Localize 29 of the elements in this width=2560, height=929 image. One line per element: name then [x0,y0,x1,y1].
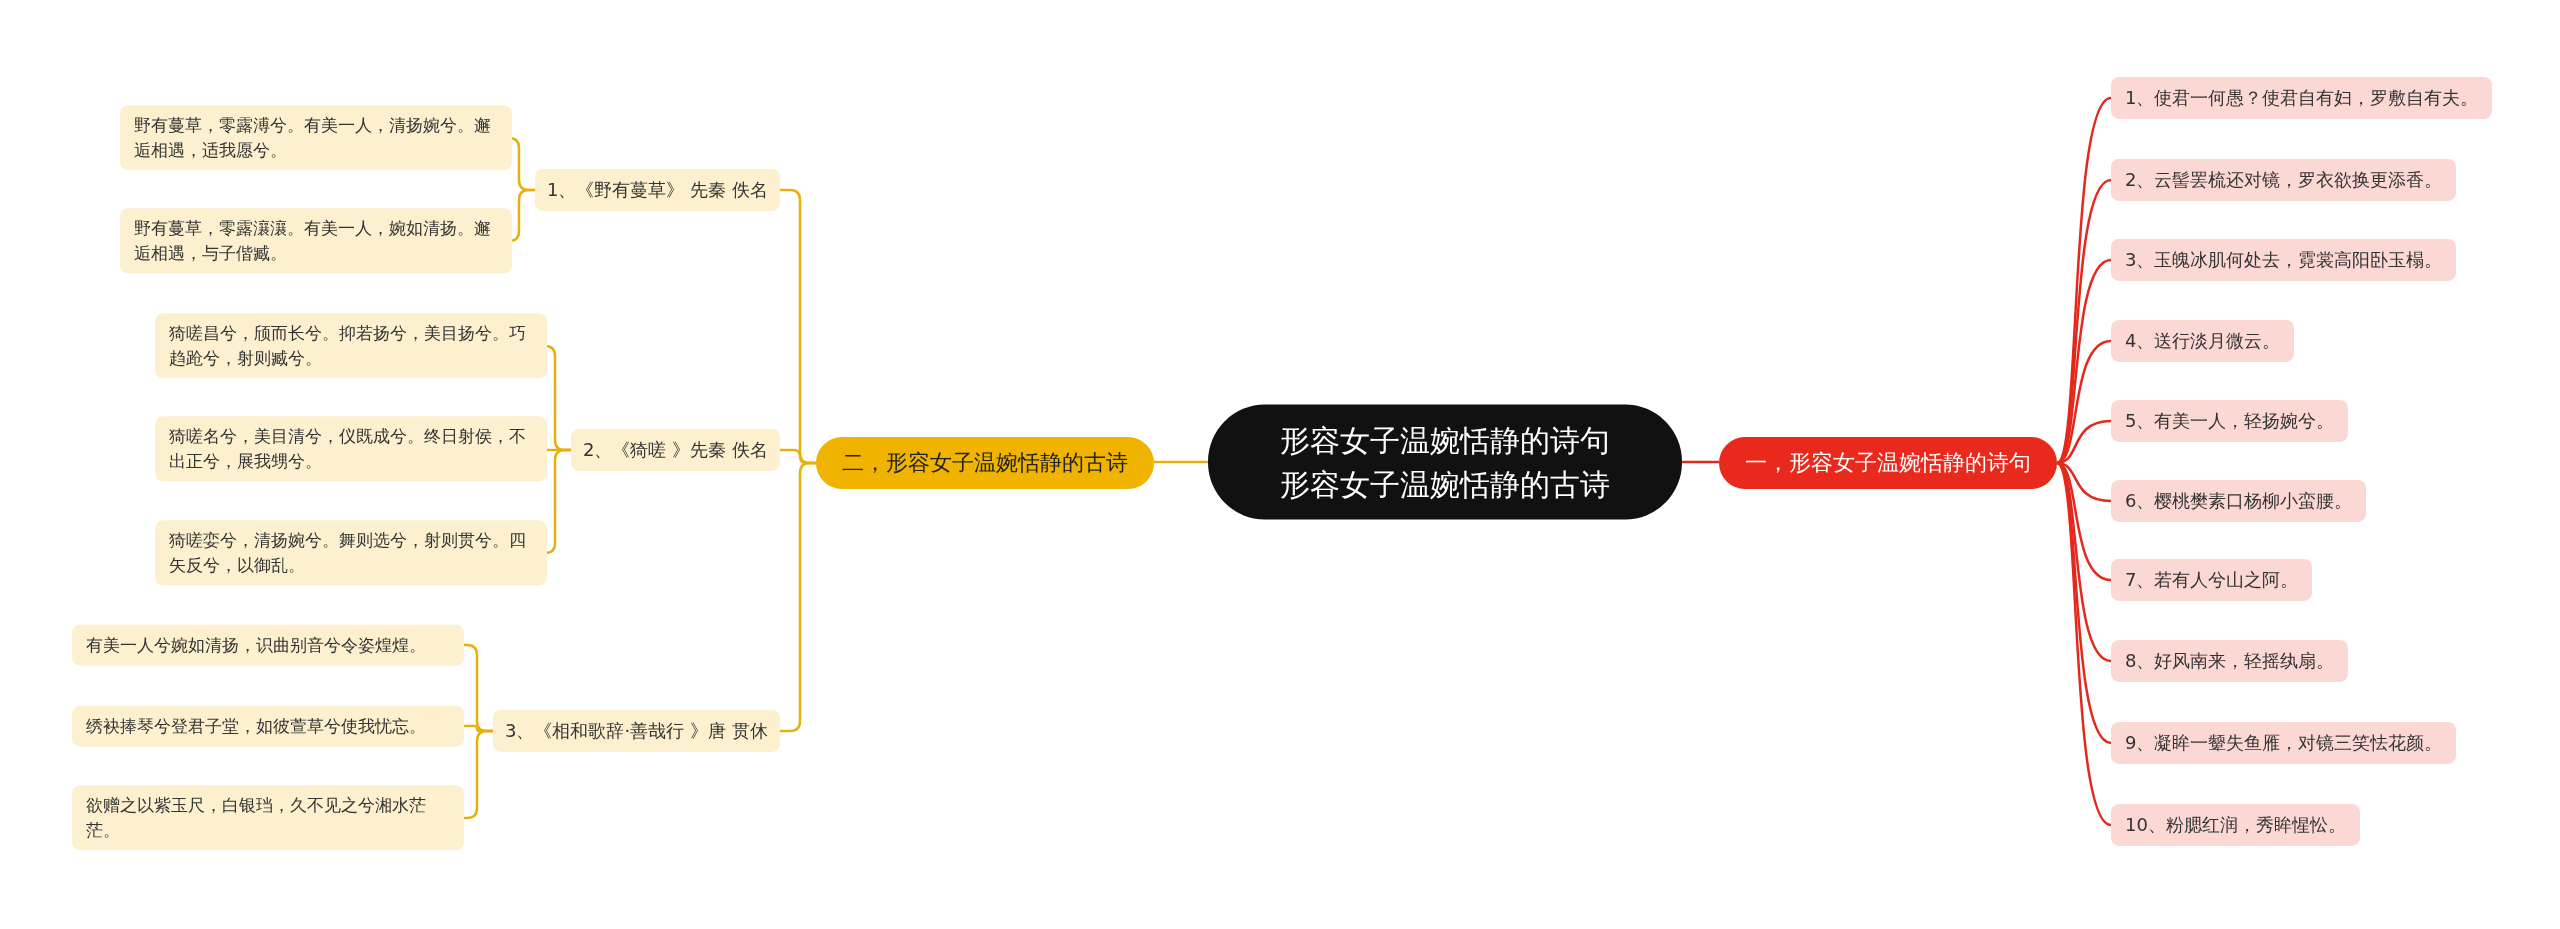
connector-line [2056,178,2112,464]
leaf-topic: 3、玉魄冰肌何处去，霓裳高阳卧玉榻。 [2111,238,2457,282]
leaf-topic: 猗嗟名兮，美目清兮，仪既成兮。终日射侯，不出正兮，展我甥兮。 [155,416,547,482]
branch-topic: 二，形容女子温婉恬静的古诗 [816,437,1154,489]
leaf-topic: 欲赠之以紫玉尺，白银珰，久不见之兮湘水茫茫。 [72,785,464,851]
connector-line [1682,460,1719,464]
branch-topic: 一，形容女子温婉恬静的诗句 [1719,437,2057,489]
leaf-topic: 野有蔓草，零露瀼瀼。有美一人，婉如清扬。邂逅相遇，与子偕臧。 [120,208,512,274]
subtopic: 1、《野有蔓草》 先秦 佚名 [535,168,780,212]
leaf-topic: 5、有美一人，轻扬婉兮。 [2111,399,2349,443]
leaf-topic: 猗嗟娈兮，清扬婉兮。舞则选兮，射则贯兮。四矢反兮，以御乱。 [155,520,547,586]
connector-line [1154,460,1208,464]
central-topic: 形容女子温婉恬静的诗句 形容女子温婉恬静的古诗 [1208,404,1682,520]
subtopic: 3、《相和歌辞·善哉行 》唐 贯休 [493,709,780,753]
leaf-topic: 有美一人兮婉如清扬，识曲别音兮令姿煌煌。 [72,624,464,666]
connector-line [2056,462,2112,826]
leaf-topic: 10、粉腮红润，秀眸惺忪。 [2111,803,2360,847]
leaf-topic: 4、送行淡月微云。 [2111,319,2295,363]
leaf-topic: 6、樱桃樊素口杨柳小蛮腰。 [2111,479,2367,523]
leaf-topic: 猗嗟昌兮，颀而长兮。抑若扬兮，美目扬兮。巧趋跄兮，射则臧兮。 [155,313,547,379]
leaf-topic: 1、使君一何愚？使君自有妇，罗敷自有夫。 [2111,76,2493,120]
leaf-topic: 野有蔓草，零露溥兮。有美一人，清扬婉兮。邂逅相遇，适我愿兮。 [120,105,512,171]
leaf-topic: 绣袂捧琴兮登君子堂，如彼萱草兮使我忧忘。 [72,705,464,747]
leaf-topic: 7、若有人兮山之阿。 [2111,558,2313,602]
leaf-topic: 9、凝眸一颦失鱼雁，对镜三笑怯花颜。 [2111,721,2457,765]
subtopic: 2、《猗嗟 》先秦 佚名 [571,428,780,472]
leaf-topic: 8、好风南来，轻摇纨扇。 [2111,639,2349,683]
leaf-topic: 2、云髻罢梳还对镜，罗衣欲换更添香。 [2111,158,2457,202]
connector-line [779,461,816,733]
